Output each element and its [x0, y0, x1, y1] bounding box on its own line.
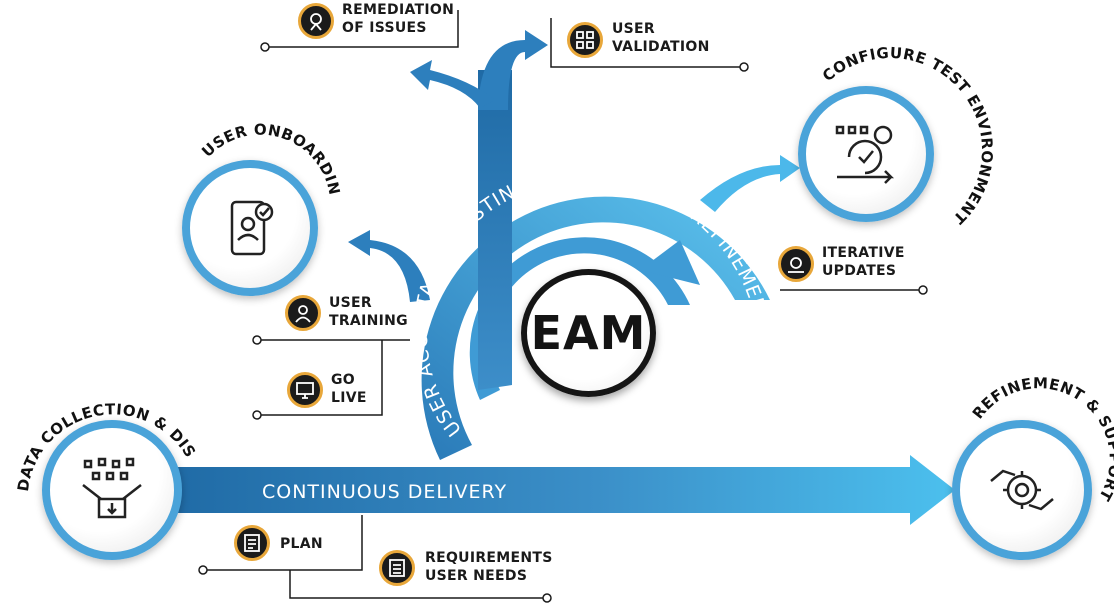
data-funnel-icon	[82, 457, 142, 519]
user-validation-icon	[567, 22, 603, 58]
data-collection-title: DATA COLLECTION & DISCOVERY	[0, 0, 199, 493]
refinement-support-node	[952, 420, 1092, 560]
svg-text:USER ONBOARDING: USER ONBOARDING	[0, 0, 344, 197]
remediation-icon	[298, 3, 334, 39]
configure-test-node	[798, 86, 934, 222]
stem-branch-left	[410, 60, 495, 108]
svg-text:DATA COLLECTION & DISCOVERY: DATA COLLECTION & DISCOVERY	[0, 0, 199, 493]
connector-dots	[198, 42, 928, 603]
iterative-updates-icon	[778, 246, 814, 282]
requirements-icon	[379, 550, 415, 586]
continuous-delivery-band	[160, 455, 955, 525]
training-branch	[348, 230, 430, 302]
plan-icon	[234, 525, 270, 561]
config-branch	[700, 155, 800, 212]
user-onboarding-title: USER ONBOARDING	[0, 0, 343, 197]
eam-label: EAM	[530, 306, 647, 360]
gear-cycle-icon	[835, 125, 895, 184]
spiral-outer-band	[421, 196, 770, 460]
stem	[478, 70, 512, 390]
user-onboarding-node	[182, 160, 318, 296]
continuous-delivery-label: CONTINUOUS DELIVERY	[262, 481, 507, 503]
data-collection-node	[42, 420, 182, 560]
eam-center-node: EAM	[521, 269, 656, 397]
stem-branch-right	[478, 30, 548, 110]
phone-user-icon	[230, 200, 274, 256]
go-live-icon	[287, 372, 323, 408]
spiral-arrowhead	[640, 240, 700, 285]
connectors	[203, 10, 923, 599]
plan-label: PLAN	[280, 536, 323, 552]
user-training-icon	[285, 295, 321, 331]
hands-gear-icon	[990, 469, 1054, 511]
